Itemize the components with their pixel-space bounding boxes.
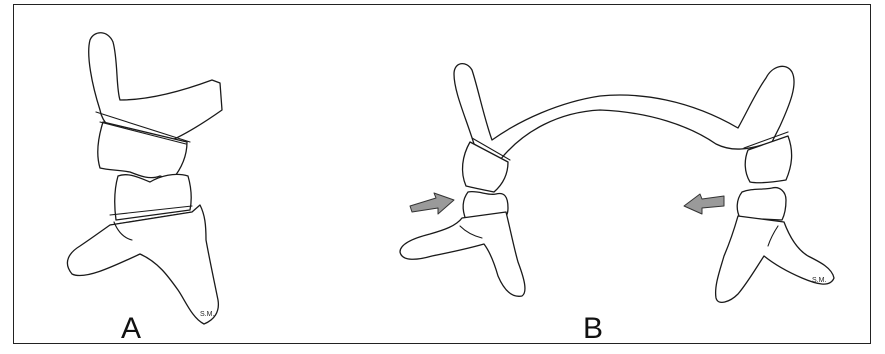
right-lower-tooth-b <box>737 188 786 220</box>
left-lower-jaw-b <box>400 212 525 296</box>
panel-label-a: A <box>121 314 141 344</box>
upper-arch-bone-b <box>454 64 794 160</box>
right-shift-arrow-icon <box>684 194 724 214</box>
artist-signature-a: S.M. <box>200 311 214 318</box>
panel-a-drawing: S.M. <box>67 33 222 324</box>
right-lower-jaw-b <box>716 216 834 302</box>
left-shift-arrow-icon <box>410 193 454 214</box>
panel-b-drawing: S.M. <box>400 64 834 303</box>
panel-label-b: B <box>583 314 603 344</box>
lower-jaw-bone-a <box>67 205 218 324</box>
artist-signature-b: S.M. <box>812 277 826 284</box>
